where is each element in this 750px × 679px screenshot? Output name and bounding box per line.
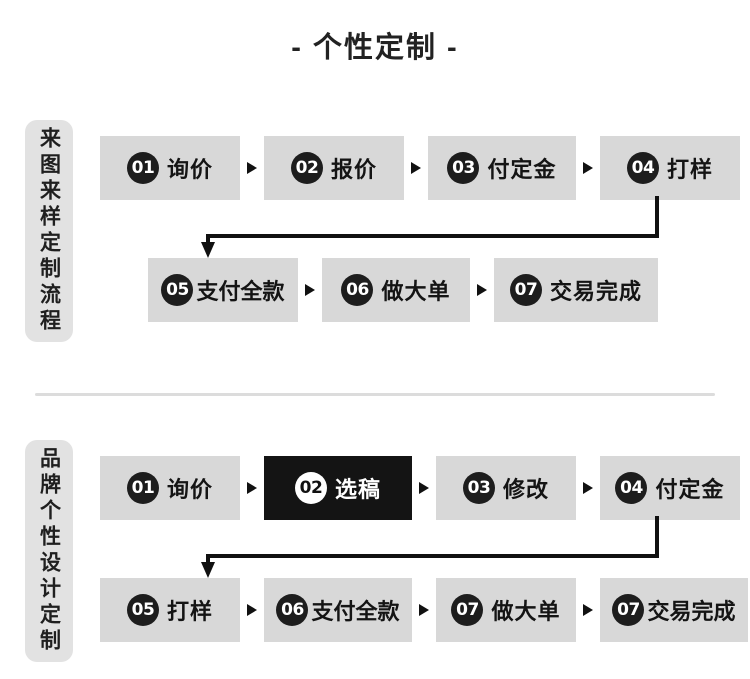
flow-step-01[interactable]: 01 询价 [100, 456, 240, 520]
step-number-badge: 07 [612, 594, 645, 626]
flow-connector-section-2 [201, 516, 659, 578]
flow-step-03[interactable]: 03 修改 [436, 456, 576, 520]
arrow-right-icon [583, 162, 593, 174]
arrow-right-icon [247, 482, 257, 494]
step-label: 打样 [666, 157, 713, 182]
section-divider [35, 393, 715, 396]
step-label: 支付全款 [311, 599, 400, 624]
step-number-badge: 04 [615, 472, 648, 504]
step-number-badge: 07 [509, 274, 542, 306]
flow-step-07b[interactable]: 07 交易完成 [600, 578, 748, 642]
flow-connector-section-1 [201, 196, 659, 258]
section-vertical-label: 来图来样定制流程 [25, 120, 73, 342]
section-pin-pai-ge-xing: 品牌个性设计定制 01 询价 02 选稿 03 修改 04 付定金 05 打样 [0, 432, 750, 672]
step-label: 交易完成 [647, 599, 736, 624]
step-number-badge: 02 [290, 152, 323, 184]
arrow-right-icon [419, 482, 429, 494]
section-vertical-label: 品牌个性设计定制 [25, 440, 73, 662]
step-label: 报价 [330, 157, 377, 182]
step-number-badge: 04 [626, 152, 659, 184]
flow-row-top: 01 询价 02 选稿 03 修改 04 付定金 [100, 456, 740, 520]
step-number-badge: 06 [276, 594, 309, 626]
arrow-right-icon [477, 284, 487, 296]
section-lai-tu-lai-yang: 来图来样定制流程 01 询价 02 报价 03 付定金 04 打样 05 支付全… [0, 112, 750, 352]
step-label: 修改 [502, 477, 549, 502]
section-vertical-label-text: 来图来样定制流程 [37, 127, 61, 335]
section-vertical-label-text: 品牌个性设计定制 [37, 447, 61, 655]
flow-step-01[interactable]: 01 询价 [100, 136, 240, 200]
step-label: 支付全款 [196, 279, 285, 304]
step-number-badge: 03 [462, 472, 495, 504]
step-number-badge: 06 [341, 274, 374, 306]
page-title: - 个性定制 - [291, 32, 459, 64]
arrow-right-icon [411, 162, 421, 174]
arrow-right-icon [583, 604, 593, 616]
flow-step-02[interactable]: 02 报价 [264, 136, 404, 200]
flow-row-top: 01 询价 02 报价 03 付定金 04 打样 [100, 136, 740, 200]
step-label: 做大单 [491, 599, 561, 624]
flow-step-03[interactable]: 03 付定金 [428, 136, 576, 200]
flow-step-04[interactable]: 04 打样 [600, 136, 740, 200]
step-number-badge: 05 [161, 274, 194, 306]
step-number-badge: 01 [126, 152, 159, 184]
step-number-badge: 03 [447, 152, 480, 184]
step-label: 询价 [166, 477, 213, 502]
arrow-right-icon [583, 482, 593, 494]
flow-row-bottom: 05 打样 06 支付全款 07 做大单 07 交易完成 [100, 578, 748, 642]
step-label: 做大单 [381, 279, 451, 304]
flow-row-bottom: 05 支付全款 06 做大单 07 交易完成 [148, 258, 658, 322]
step-number-badge: 01 [126, 472, 159, 504]
flow-step-04[interactable]: 04 付定金 [600, 456, 740, 520]
step-label: 付定金 [655, 477, 725, 502]
step-label: 交易完成 [549, 279, 642, 304]
step-number-badge: 05 [126, 594, 159, 626]
arrow-right-icon [247, 162, 257, 174]
step-number-badge: 07 [451, 594, 484, 626]
flow-step-06[interactable]: 06 做大单 [322, 258, 470, 322]
step-label: 付定金 [487, 157, 557, 182]
flow-step-07[interactable]: 07 交易完成 [494, 258, 658, 322]
arrow-right-icon [305, 284, 315, 296]
step-number-badge: 02 [294, 472, 327, 504]
step-label: 打样 [166, 599, 213, 624]
arrow-right-icon [247, 604, 257, 616]
flow-step-02[interactable]: 02 选稿 [264, 456, 412, 520]
step-label: 询价 [166, 157, 213, 182]
flow-step-05[interactable]: 05 支付全款 [148, 258, 298, 322]
flow-step-07a[interactable]: 07 做大单 [436, 578, 576, 642]
flow-step-05[interactable]: 05 打样 [100, 578, 240, 642]
arrow-right-icon [419, 604, 429, 616]
flow-step-06[interactable]: 06 支付全款 [264, 578, 412, 642]
step-label: 选稿 [334, 477, 381, 502]
